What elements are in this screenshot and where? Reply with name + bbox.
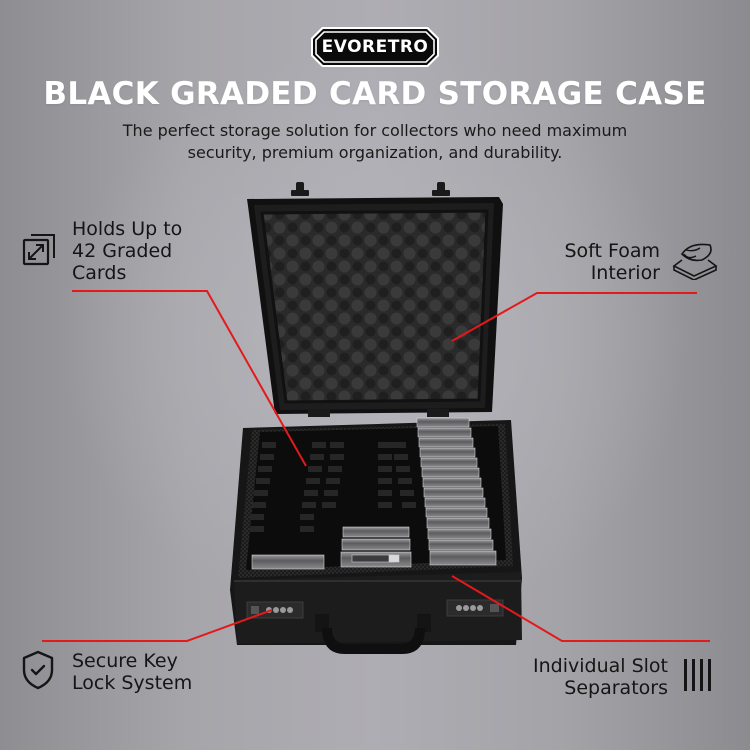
logo-text: EVORETRO	[321, 37, 429, 57]
brand-logo: EVORETRO	[310, 26, 440, 68]
left-column-graded-slab	[251, 554, 325, 570]
right-column-graded-slabs	[416, 417, 497, 566]
feature-capacity-line-2: 42 Graded	[72, 240, 173, 262]
lid-latches	[291, 182, 450, 196]
feature-separators-text: Individual Slot Separators	[533, 655, 668, 699]
feature-lock: Secure Key Lock System	[22, 650, 192, 694]
feature-capacity: Holds Up to 42 Graded Cards	[22, 218, 182, 284]
feature-capacity-text: Holds Up to 42 Graded Cards	[72, 218, 182, 284]
feature-foam-text: Soft Foam Interior	[564, 240, 660, 284]
feature-lock-text: Secure Key Lock System	[72, 650, 192, 694]
subtitle-line-1: The perfect storage solution for collect…	[122, 121, 628, 140]
page-title: BLACK GRADED CARD STORAGE CASE	[43, 76, 707, 112]
feature-lock-line-2: Lock System	[72, 672, 193, 694]
feature-separators: Individual Slot Separators	[533, 655, 712, 699]
foam-layers-icon	[670, 240, 720, 284]
combination-lock-right	[446, 599, 504, 617]
left-slot-column	[250, 442, 416, 532]
combination-lock-left	[246, 601, 304, 619]
feature-capacity-line-3: Cards	[72, 262, 127, 284]
middle-column-graded-slabs	[340, 526, 412, 568]
shield-check-icon	[22, 650, 54, 694]
feature-lock-line-1: Secure Key	[72, 650, 178, 672]
feature-foam-line-1: Soft Foam	[564, 240, 660, 262]
case-lid	[247, 197, 503, 414]
subtitle-line-2: security, premium organization, and dura…	[187, 143, 563, 162]
feature-separators-line-1: Individual Slot	[533, 655, 668, 677]
feature-foam-line-2: Interior	[590, 262, 660, 284]
carry-handle	[315, 614, 431, 654]
slot-separators-icon	[682, 657, 712, 697]
feature-capacity-line-1: Holds Up to	[72, 218, 183, 240]
resize-expand-icon	[22, 231, 58, 271]
feature-separators-line-2: Separators	[564, 677, 668, 699]
feature-foam: Soft Foam Interior	[564, 240, 720, 284]
case-base	[230, 417, 522, 654]
page-subtitle: The perfect storage solution for collect…	[80, 120, 670, 164]
logo-badge-shape	[311, 27, 439, 67]
